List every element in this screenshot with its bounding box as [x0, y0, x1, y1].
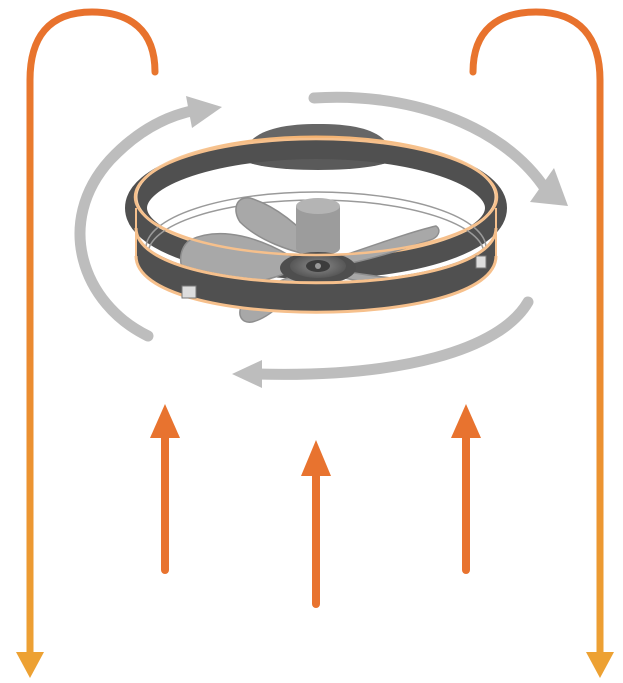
- fan-hub: [280, 252, 356, 284]
- ceiling-fan-icon: [125, 124, 507, 323]
- updraft-arrows: [150, 404, 481, 608]
- fan-motor: [296, 198, 340, 256]
- rotation-arrow-bottom-icon: [232, 296, 534, 388]
- updraft-arrow-center-icon: [301, 440, 331, 608]
- rotation-arrow-top-right-icon: [308, 91, 568, 206]
- fan-blade-right-upper: [335, 225, 440, 267]
- left-downdraft-arrow-icon: [16, 8, 159, 678]
- updraft-arrow-left-icon: [150, 404, 180, 574]
- rotation-arrows: [74, 91, 568, 388]
- updraft-arrow-right-icon: [451, 404, 481, 574]
- right-downdraft-arrow-icon: [469, 8, 614, 678]
- rotation-arrow-left-icon: [74, 96, 222, 342]
- fan-ring-front: [134, 208, 498, 314]
- fan-ring-top-edge: [133, 137, 499, 257]
